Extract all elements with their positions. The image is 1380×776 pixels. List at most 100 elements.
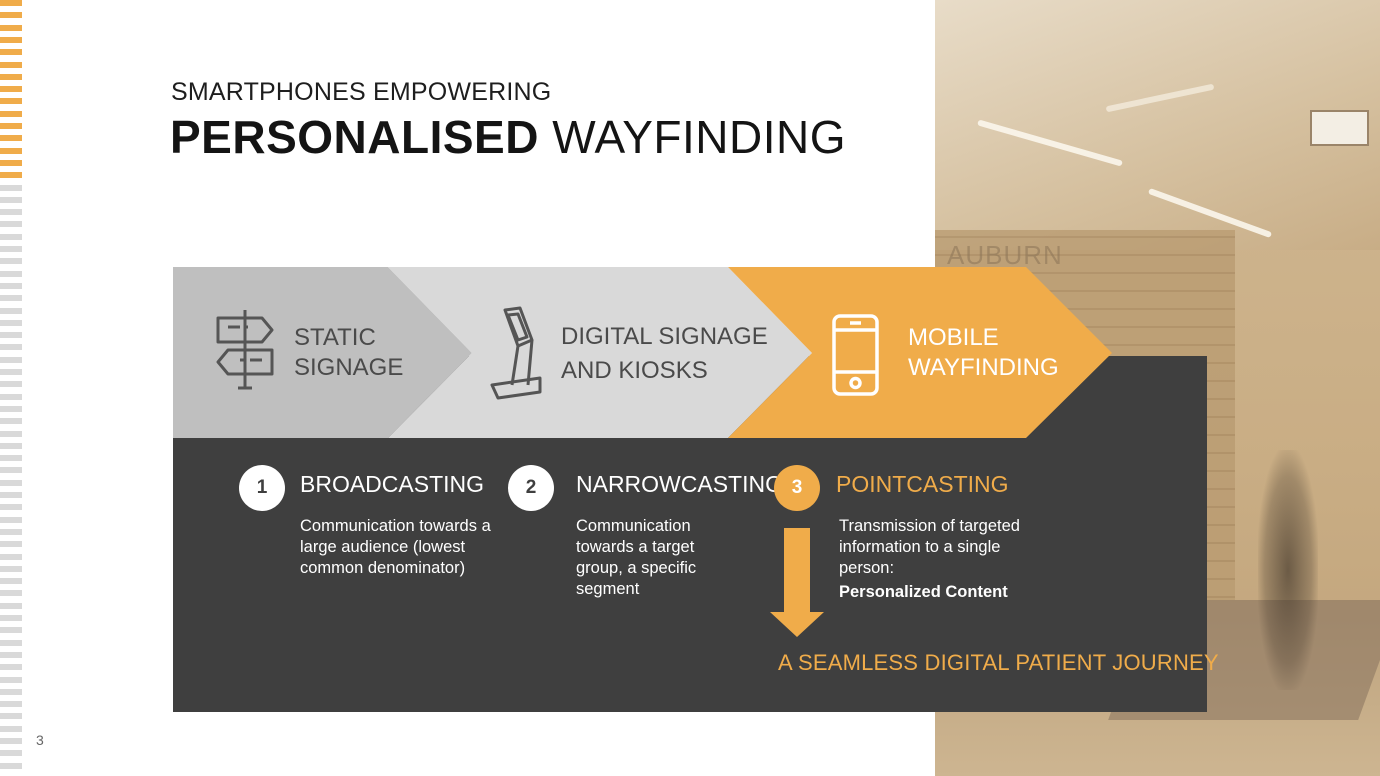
desc-line: towards a target	[576, 538, 695, 556]
desc-line: segment	[576, 580, 640, 598]
stripe	[0, 590, 22, 597]
stripe	[0, 135, 22, 142]
stripe	[0, 282, 22, 289]
stripe	[0, 12, 22, 19]
title-light: WAYFINDING	[552, 111, 846, 163]
stripe	[0, 565, 22, 572]
stripe	[0, 61, 22, 68]
step-badge-1: 1	[239, 465, 285, 511]
stripe	[0, 0, 22, 6]
stripe	[0, 528, 22, 535]
stripe	[0, 270, 22, 277]
title-bold: PERSONALISED	[170, 111, 539, 163]
stripe	[0, 541, 22, 548]
stripe	[0, 639, 22, 646]
stripe	[0, 295, 22, 302]
desc-line: common denominator)	[300, 559, 466, 577]
exit-sign-icon	[1310, 110, 1369, 146]
cast-desc-pointcasting: Transmission of targeted information to …	[839, 516, 1020, 579]
stripe	[0, 332, 22, 339]
stripe	[0, 36, 22, 43]
stripe	[0, 307, 22, 314]
stripe	[0, 651, 22, 658]
cast-title-pointcasting: POINTCASTING	[836, 471, 1009, 497]
stripe	[0, 664, 22, 671]
stripe	[0, 701, 22, 708]
stripe	[0, 381, 22, 388]
kiosk-icon	[490, 306, 542, 400]
stripe	[0, 49, 22, 56]
stripe	[0, 184, 22, 191]
stripe	[0, 602, 22, 609]
desc-line: large audience (lowest	[300, 538, 466, 556]
stripe	[0, 196, 22, 203]
stripe	[0, 479, 22, 486]
stage-label-digital: DIGITAL SIGNAGE AND KIOSKS	[561, 320, 768, 388]
stripe	[0, 110, 22, 117]
stripe	[0, 159, 22, 166]
stage-label-line: AND KIOSKS	[561, 357, 708, 384]
step-badge-2: 2	[508, 465, 554, 511]
stage-label-line: SIGNAGE	[294, 354, 404, 381]
stage-arrow-digital	[388, 267, 812, 438]
slide-title: PERSONALISED WAYFINDING	[170, 110, 846, 164]
stripe	[0, 24, 22, 31]
stage-label-line: WAYFINDING	[908, 354, 1059, 381]
stripe	[0, 209, 22, 216]
cast-desc-broadcasting: Communication towards a large audience (…	[300, 516, 491, 579]
decorative-stripes	[0, 0, 22, 776]
stripe	[0, 86, 22, 93]
stripe	[0, 221, 22, 228]
stripe	[0, 418, 22, 425]
cast-title-narrowcasting: NARROWCASTING	[576, 471, 783, 497]
stripe	[0, 627, 22, 634]
signpost-icon	[216, 310, 274, 390]
stage-label-line: MOBILE	[908, 324, 999, 351]
slide-subtitle: SMARTPHONES EMPOWERING	[171, 78, 552, 106]
journey-caption: A SEAMLESS DIGITAL PATIENT JOURNEY	[778, 650, 1219, 675]
stripe	[0, 258, 22, 265]
stage-arrow-mobile	[728, 267, 1112, 438]
stripe	[0, 553, 22, 560]
stripe	[0, 123, 22, 129]
stripe	[0, 393, 22, 400]
down-arrow-icon	[770, 528, 824, 637]
stripe	[0, 578, 22, 585]
desc-line: information to a single	[839, 538, 1001, 556]
stripe	[0, 442, 22, 449]
stage-label-line: DIGITAL SIGNAGE	[561, 323, 768, 350]
cast-title-broadcasting: BROADCASTING	[300, 471, 485, 497]
stripe	[0, 725, 22, 732]
desc-line: group, a specific	[576, 559, 697, 577]
stripe	[0, 455, 22, 462]
stripe	[0, 738, 22, 744]
stage-label-mobile: MOBILE WAYFINDING	[908, 323, 1059, 383]
stripe	[0, 467, 22, 474]
walking-person	[1258, 450, 1318, 690]
stage-arrow-static	[173, 267, 472, 438]
desc-line: Communication towards a	[300, 517, 491, 535]
photo-watermark: AUBURN	[947, 240, 1063, 270]
step-badge-3: 3	[774, 465, 820, 511]
stripe	[0, 713, 22, 720]
stripe	[0, 98, 22, 105]
stripe	[0, 762, 22, 769]
stage-label-static: STATIC SIGNAGE	[294, 323, 403, 383]
stripe	[0, 504, 22, 511]
stripe	[0, 356, 22, 363]
stripe	[0, 319, 22, 326]
stripe	[0, 676, 22, 683]
cast-desc-narrowcasting: Communication towards a target group, a …	[576, 516, 696, 600]
stripe	[0, 688, 22, 695]
stripe	[0, 246, 22, 252]
stripe	[0, 344, 22, 351]
stage-label-line: STATIC	[294, 324, 376, 351]
stripe	[0, 615, 22, 621]
stripe	[0, 369, 22, 375]
stripe	[0, 233, 22, 240]
personalized-content-label: Personalized Content	[839, 583, 1008, 601]
stripe	[0, 147, 22, 154]
smartphone-icon	[832, 314, 879, 396]
desc-line: person:	[839, 559, 895, 577]
